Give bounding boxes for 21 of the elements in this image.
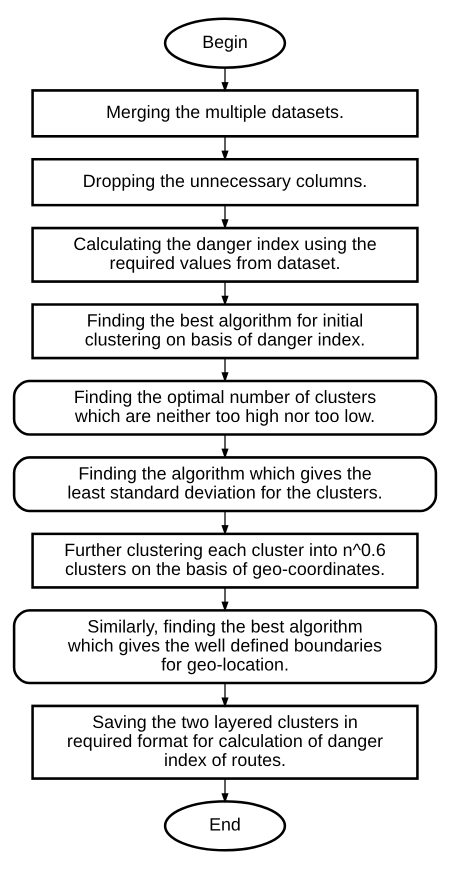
- node-box: Similarly, finding the best algorithm which gives the well defined boundaries for geo-location.: [12, 609, 437, 684]
- arrow: [220, 683, 228, 708]
- arrow: [220, 136, 228, 161]
- node-ellipse: Begin: [163, 17, 286, 69]
- arrow: [220, 205, 228, 230]
- node-box: Finding the best algorithm for initial clustering on basis of danger index.: [30, 303, 418, 360]
- node-box: Calculating the danger index using the required values from dataset.: [30, 226, 418, 283]
- node-box: Finding the optimal number of clusters which are neither too high nor too low.: [12, 380, 437, 436]
- node-ellipse: End: [163, 800, 286, 852]
- node-box: Finding the algorithm which gives the least standard deviation for the clusters.: [12, 456, 437, 512]
- arrow: [220, 587, 228, 612]
- node-box: Further clustering each cluster into n^0.6 clusters on the basis of geo-coordinates.: [30, 532, 418, 589]
- arrow: [220, 358, 228, 382]
- arrow: [220, 68, 228, 92]
- arrow: [220, 511, 228, 536]
- node-box: Merging the multiple datasets.: [30, 89, 418, 138]
- arrow: [220, 434, 228, 459]
- arrow: [220, 282, 228, 306]
- node-box: Dropping the unnecessary columns.: [30, 158, 418, 206]
- arrow: [220, 778, 228, 804]
- node-box: Saving the two layered clusters in required format for calculation of danger index of routes.: [30, 704, 418, 780]
